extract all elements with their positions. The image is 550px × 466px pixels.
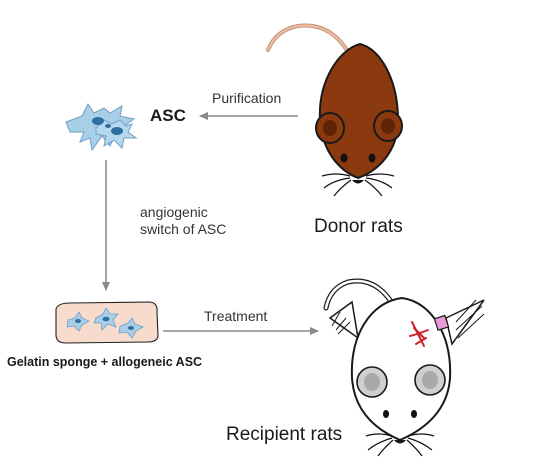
recipient-rat-icon <box>323 278 485 457</box>
angiogenic-switch-label: angiogenic switch of ASC <box>140 204 226 238</box>
donor-rat-icon <box>266 23 403 197</box>
treatment-label: Treatment <box>204 308 268 324</box>
gelatin-sponge-label: Gelatin sponge + allogeneic ASC <box>7 355 203 369</box>
angiogenic-switch-line-2: switch of ASC <box>140 221 227 237</box>
gelatin-sponge-icon <box>55 301 159 344</box>
asc-label: ASC <box>150 106 186 125</box>
recipient-rats-label: Recipient rats <box>226 424 343 445</box>
angiogenic-switch-line-1: angiogenic <box>140 204 208 220</box>
donor-rats-label: Donor rats <box>314 216 403 237</box>
purification-label: Purification <box>212 90 282 106</box>
stem-cells-icon <box>65 103 138 152</box>
